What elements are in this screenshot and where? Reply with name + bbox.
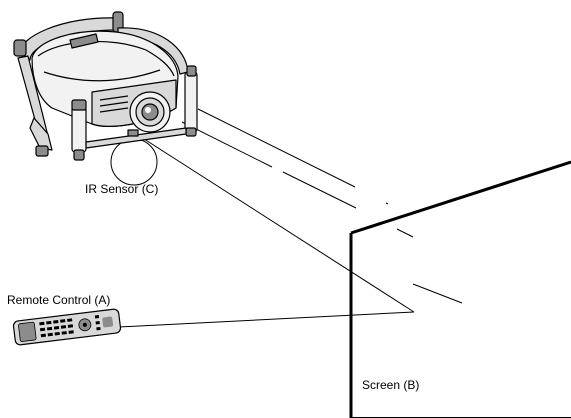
projector-icon [13, 11, 198, 161]
projection-screen-icon [349, 160, 571, 418]
ir-sensor-label: IR Sensor (C) [85, 182, 158, 196]
ir-signal-path [118, 136, 415, 328]
ir-sensor-marker [110, 138, 158, 186]
remote-control-icon [12, 308, 122, 346]
remote-control-label: Remote Control (A) [7, 293, 110, 307]
screen-label: Screen (B) [362, 378, 419, 392]
